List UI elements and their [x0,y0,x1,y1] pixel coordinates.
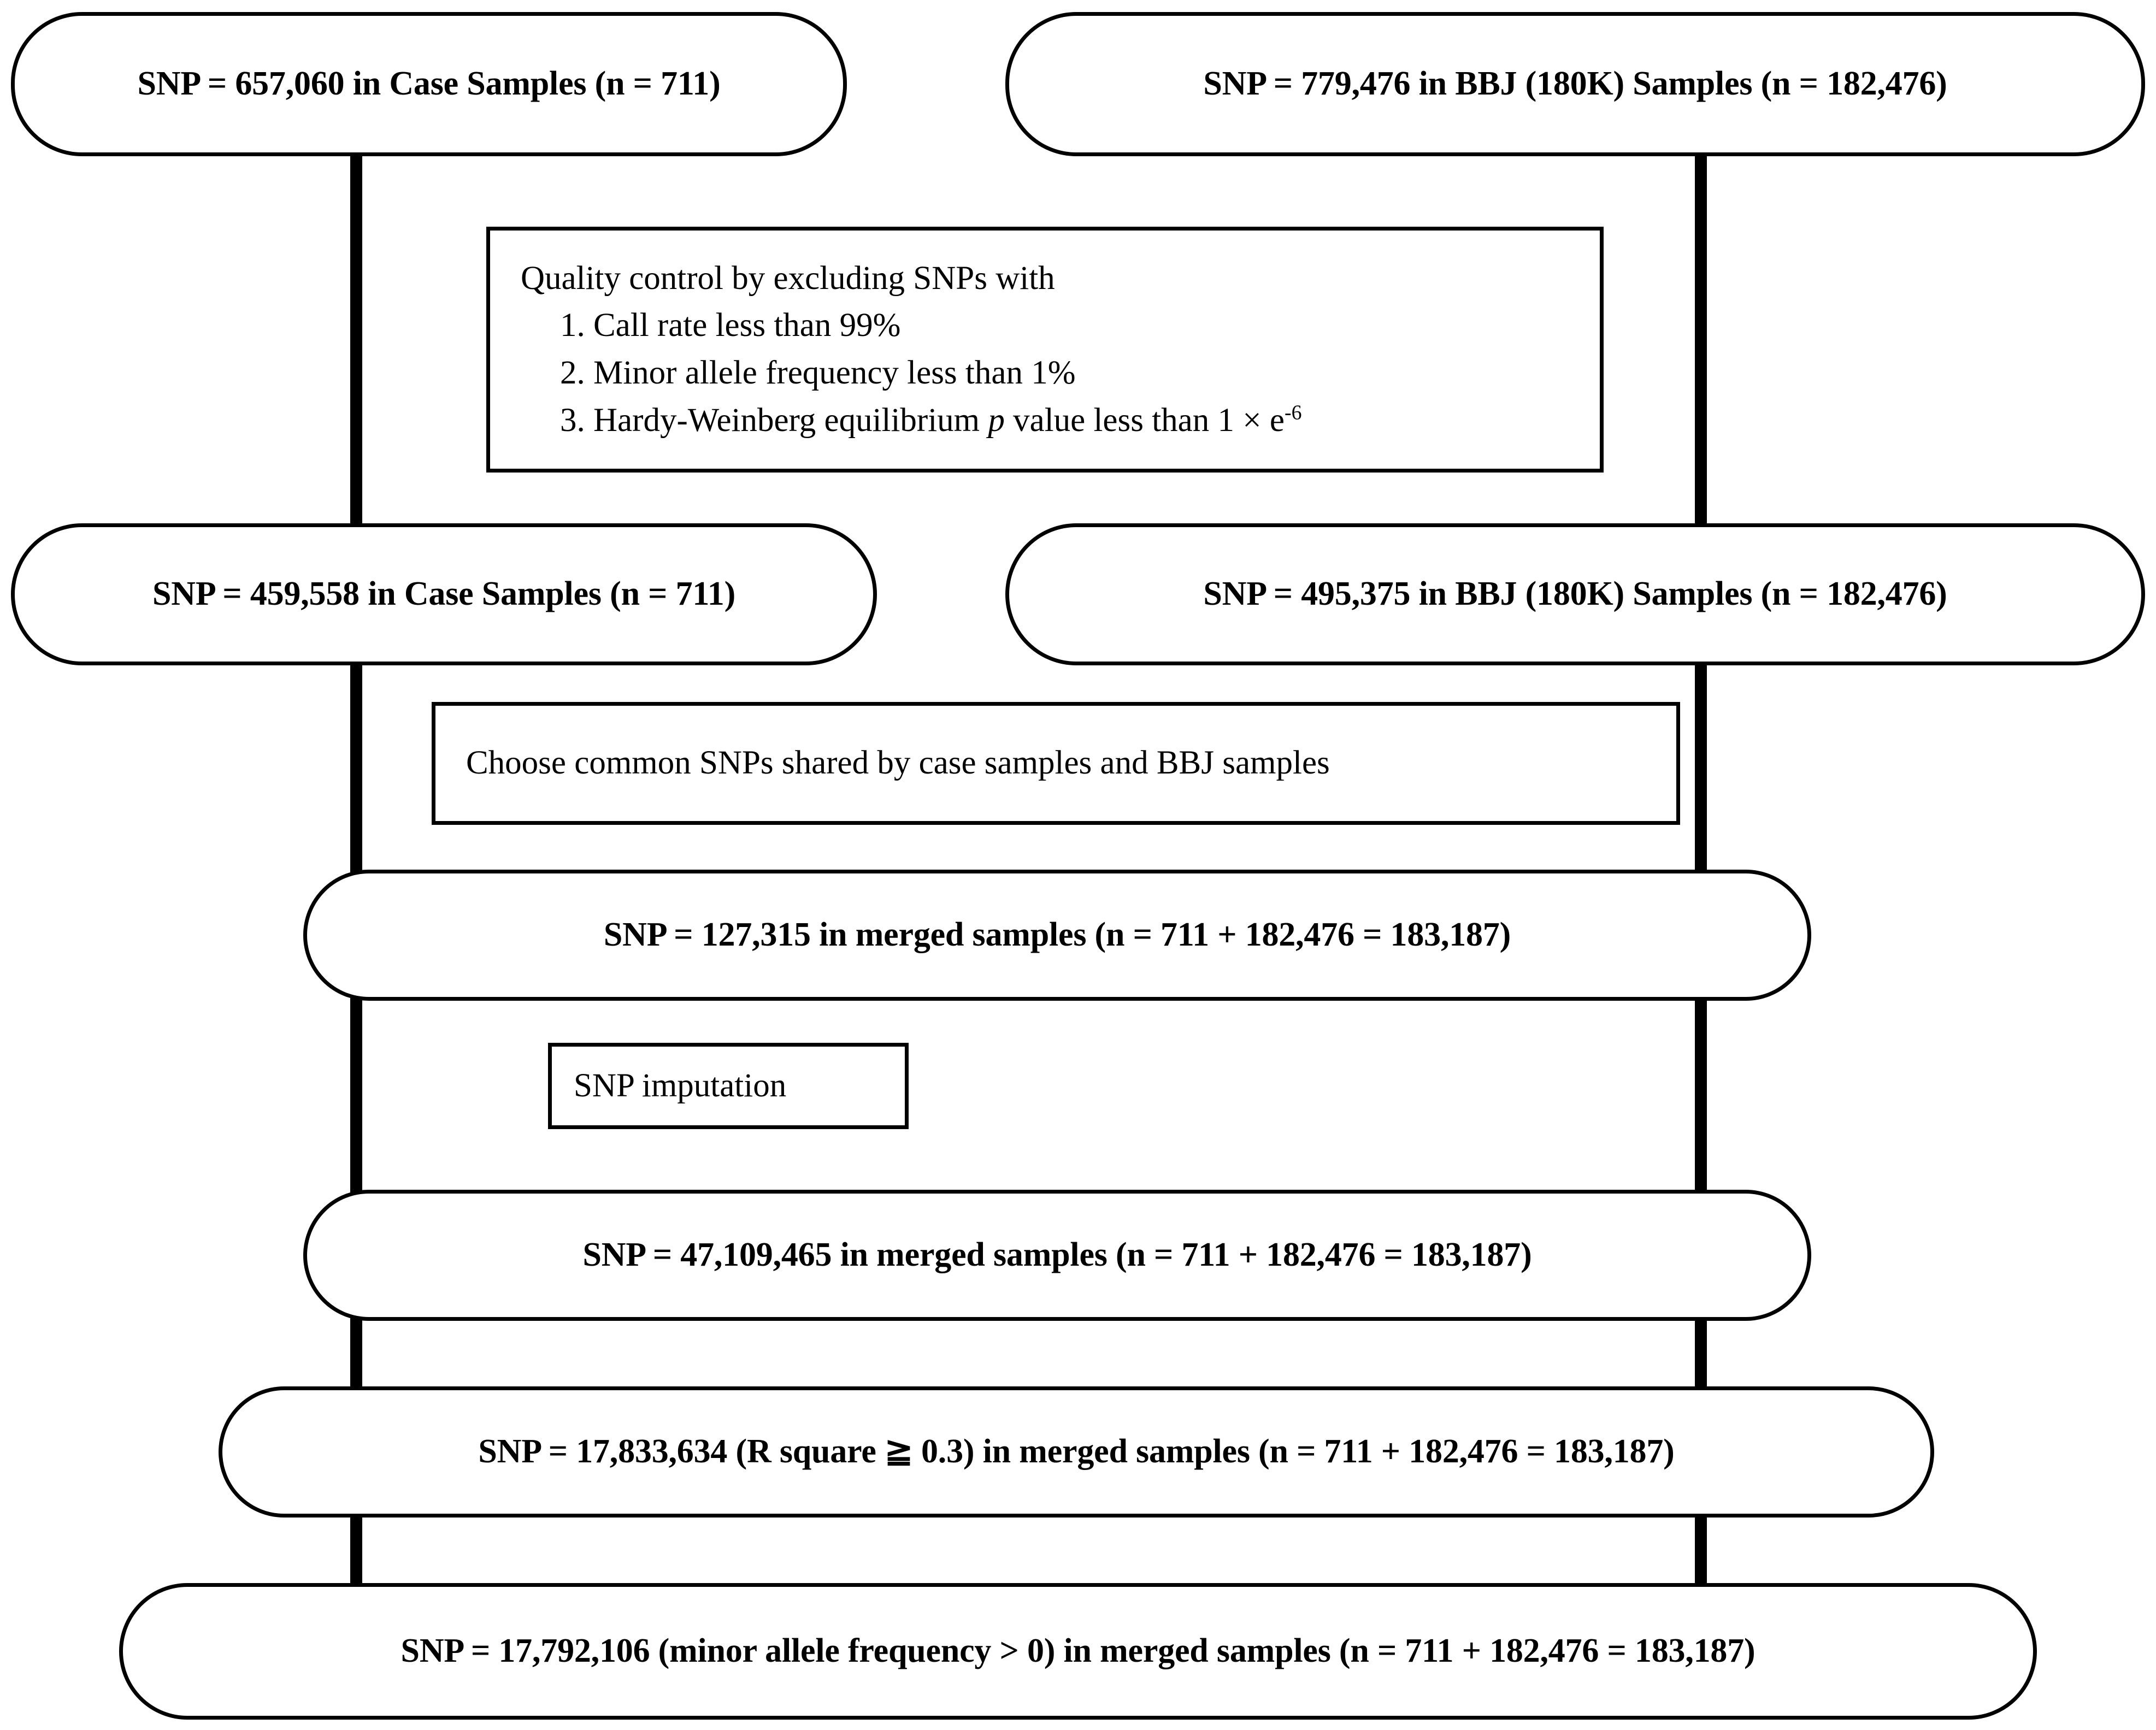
node-bbj-qc[interactable]: SNP = 495,375 in BBJ (180K) Samples (n =… [1005,523,2145,665]
node-merged-common-label: SNP = 127,315 in merged samples (n = 711… [603,916,1511,954]
choose-common-label: Choose common SNPs shared by case sample… [466,745,1330,782]
node-merged-maf[interactable]: SNP = 17,792,106 (minor allele frequency… [119,1583,2037,1720]
node-merged-rsquare[interactable]: SNP = 17,833,634 (R square ≧ 0.3) in mer… [219,1386,1934,1518]
node-case-qc[interactable]: SNP = 459,558 in Case Samples (n = 711) [11,523,877,665]
connector-right-rail-lower [1695,1080,1707,1599]
qc-criterion-1: 1. Call rate less than 99% [560,307,901,344]
node-merged-imputed-label: SNP = 47,109,465 in merged samples (n = … [582,1236,1532,1274]
qc-criterion-3-exponent: -6 [1285,401,1302,424]
node-bbj-qc-label: SNP = 495,375 in BBJ (180K) Samples (n =… [1203,575,1947,613]
connector-left-rail-lower [350,1080,362,1599]
step-snp-imputation[interactable]: SNP imputation [548,1043,909,1129]
node-merged-imputed[interactable]: SNP = 47,109,465 in merged samples (n = … [303,1190,1811,1321]
qc-criterion-2: 2. Minor allele frequency less than 1% [560,355,1076,391]
snp-imputation-label: SNP imputation [574,1067,787,1104]
qc-criterion-3-prefix: 3. Hardy-Weinberg equilibrium [560,401,988,439]
node-bbj-initial[interactable]: SNP = 779,476 in BBJ (180K) Samples (n =… [1005,12,2145,156]
node-merged-rsquare-label: SNP = 17,833,634 (R square ≧ 0.3) in mer… [478,1433,1675,1471]
qc-criterion-3-mid: value less than 1 × e [1004,401,1285,439]
step-choose-common-snps[interactable]: Choose common SNPs shared by case sample… [432,702,1680,825]
node-bbj-initial-label: SNP = 779,476 in BBJ (180K) Samples (n =… [1203,65,1947,103]
node-case-initial-label: SNP = 657,060 in Case Samples (n = 711) [137,65,721,103]
qc-heading: Quality control by excluding SNPs with [521,259,1055,297]
node-merged-common[interactable]: SNP = 127,315 in merged samples (n = 711… [303,870,1811,1001]
qc-criterion-3: 3. Hardy-Weinberg equilibrium p value le… [521,397,1302,445]
qc-criterion-3-italic-p: p [988,401,1005,439]
node-case-initial[interactable]: SNP = 657,060 in Case Samples (n = 711) [11,12,847,156]
node-merged-maf-label: SNP = 17,792,106 (minor allele frequency… [400,1632,1756,1670]
node-case-qc-label: SNP = 459,558 in Case Samples (n = 711) [152,575,736,613]
step-quality-control[interactable]: Quality control by excluding SNPs with 1… [486,227,1604,473]
